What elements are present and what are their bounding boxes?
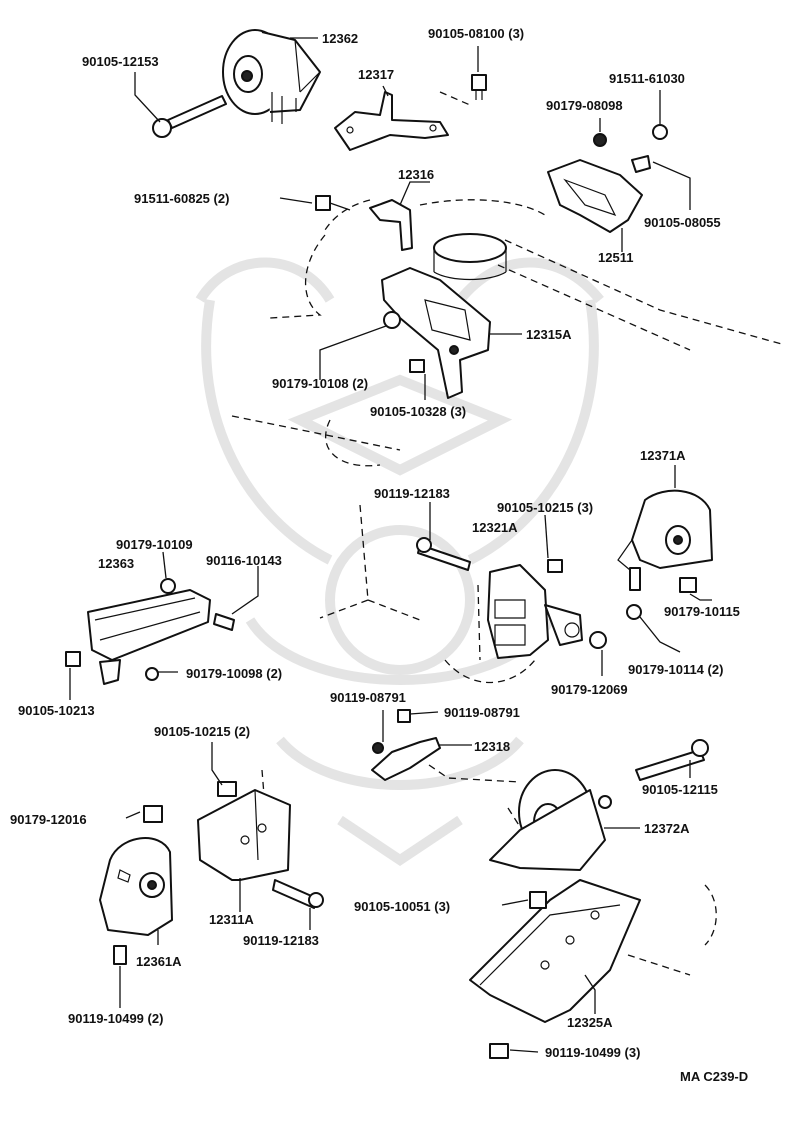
label-90119-10499-2: 90119-10499 (2) xyxy=(68,1011,163,1026)
label-90119-12183-top: 90119-12183 xyxy=(374,486,450,501)
mount-12362 xyxy=(222,29,321,124)
label-90119-12183-bottom: 90119-12183 xyxy=(243,933,319,948)
bolt-90105-12153 xyxy=(152,95,227,138)
label-12311A: 12311A xyxy=(209,912,254,927)
label-12361A: 12361A xyxy=(136,954,182,969)
label-90179-12016: 90179-12016 xyxy=(10,812,87,827)
label-90105-12153: 90105-12153 xyxy=(82,54,159,69)
label-90179-10108: 90179-10108 (2) xyxy=(272,376,368,391)
label-91511-61030: 91511-61030 xyxy=(609,71,685,86)
mount-12371A xyxy=(617,489,713,620)
leader-lines xyxy=(69,37,712,1053)
label-90105-10328: 90105-10328 (3) xyxy=(370,404,466,419)
label-12321A: 12321A xyxy=(472,520,518,535)
label-90119-08791-a: 90119-08791 xyxy=(330,690,406,705)
label-90116-10143: 90116-10143 xyxy=(206,553,282,568)
label-12325A: 12325A xyxy=(567,1015,613,1030)
label-90179-10109: 90179-10109 xyxy=(116,537,193,552)
diagram-id: MA C239-D xyxy=(680,1069,748,1084)
link-12318 xyxy=(371,709,441,781)
label-90179-12069: 90179-12069 xyxy=(551,682,628,697)
label-90105-10213: 90105-10213 xyxy=(18,703,95,718)
label-12511: 12511 xyxy=(598,250,633,265)
label-90105-12115: 90105-12115 xyxy=(642,782,718,797)
label-90179-08098: 90179-08098 xyxy=(546,98,623,113)
label-12316: 12316 xyxy=(398,167,434,182)
label-90105-08100: 90105-08100 (3) xyxy=(428,26,524,41)
label-90179-10098: 90179-10098 (2) xyxy=(186,666,282,681)
engine-cap xyxy=(433,233,507,281)
bracket-12325A xyxy=(469,879,641,1059)
label-91511-60825: 91511-60825 (2) xyxy=(134,191,229,206)
label-90119-10499-3: 90119-10499 (3) xyxy=(545,1045,640,1060)
bracket-12321A xyxy=(416,537,607,659)
bracket-12317 xyxy=(334,91,449,151)
label-12317: 12317 xyxy=(358,67,394,82)
label-12372A: 12372A xyxy=(644,821,690,836)
label-90105-10215-2: 90105-10215 (2) xyxy=(154,724,250,739)
rail-12363 xyxy=(65,578,235,685)
label-90119-08791-b: 90119-08791 xyxy=(444,705,520,720)
bracket-12316 xyxy=(315,195,413,251)
label-12363: 12363 xyxy=(98,556,134,571)
watermark-emblem xyxy=(195,257,604,867)
callout-labels: 12362 90105-12153 90105-08100 (3) 12317 … xyxy=(10,26,748,1084)
label-12371A: 12371A xyxy=(640,448,686,463)
bracket-12311A xyxy=(197,781,324,909)
label-90105-10215-3: 90105-10215 (3) xyxy=(497,500,593,515)
bolt-90105-08100 xyxy=(471,74,487,100)
label-90105-08055: 90105-08055 xyxy=(644,215,721,230)
label-90179-10115: 90179-10115 xyxy=(664,604,740,619)
label-90179-10114: 90179-10114 (2) xyxy=(628,662,723,677)
reference-outlines xyxy=(231,91,786,976)
label-12362: 12362 xyxy=(322,31,358,46)
label-12315A: 12315A xyxy=(526,327,572,342)
label-90105-10051: 90105-10051 (3) xyxy=(354,899,450,914)
mount-12372A xyxy=(489,739,709,871)
mount-12315A xyxy=(381,267,491,399)
label-12318: 12318 xyxy=(474,739,510,754)
mount-12361A xyxy=(99,805,173,965)
bracket-12511 xyxy=(547,124,668,233)
